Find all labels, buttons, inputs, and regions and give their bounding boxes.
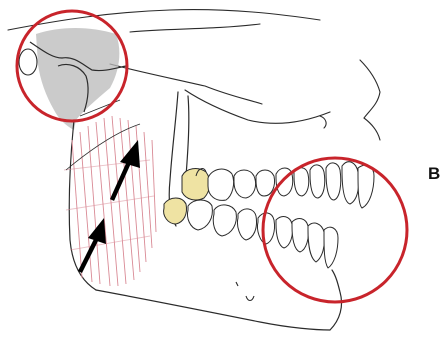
arrowhead-lower — [88, 218, 106, 244]
sketch-marks — [236, 282, 254, 301]
force-arrow-upper — [112, 160, 130, 200]
upper-molar-highlight — [182, 169, 210, 200]
ear-ring-icon — [19, 49, 37, 75]
lower-teeth — [164, 198, 338, 268]
panel-label: B — [428, 164, 440, 184]
lower-molar-highlight — [164, 198, 187, 224]
masseter-muscle — [64, 116, 156, 286]
